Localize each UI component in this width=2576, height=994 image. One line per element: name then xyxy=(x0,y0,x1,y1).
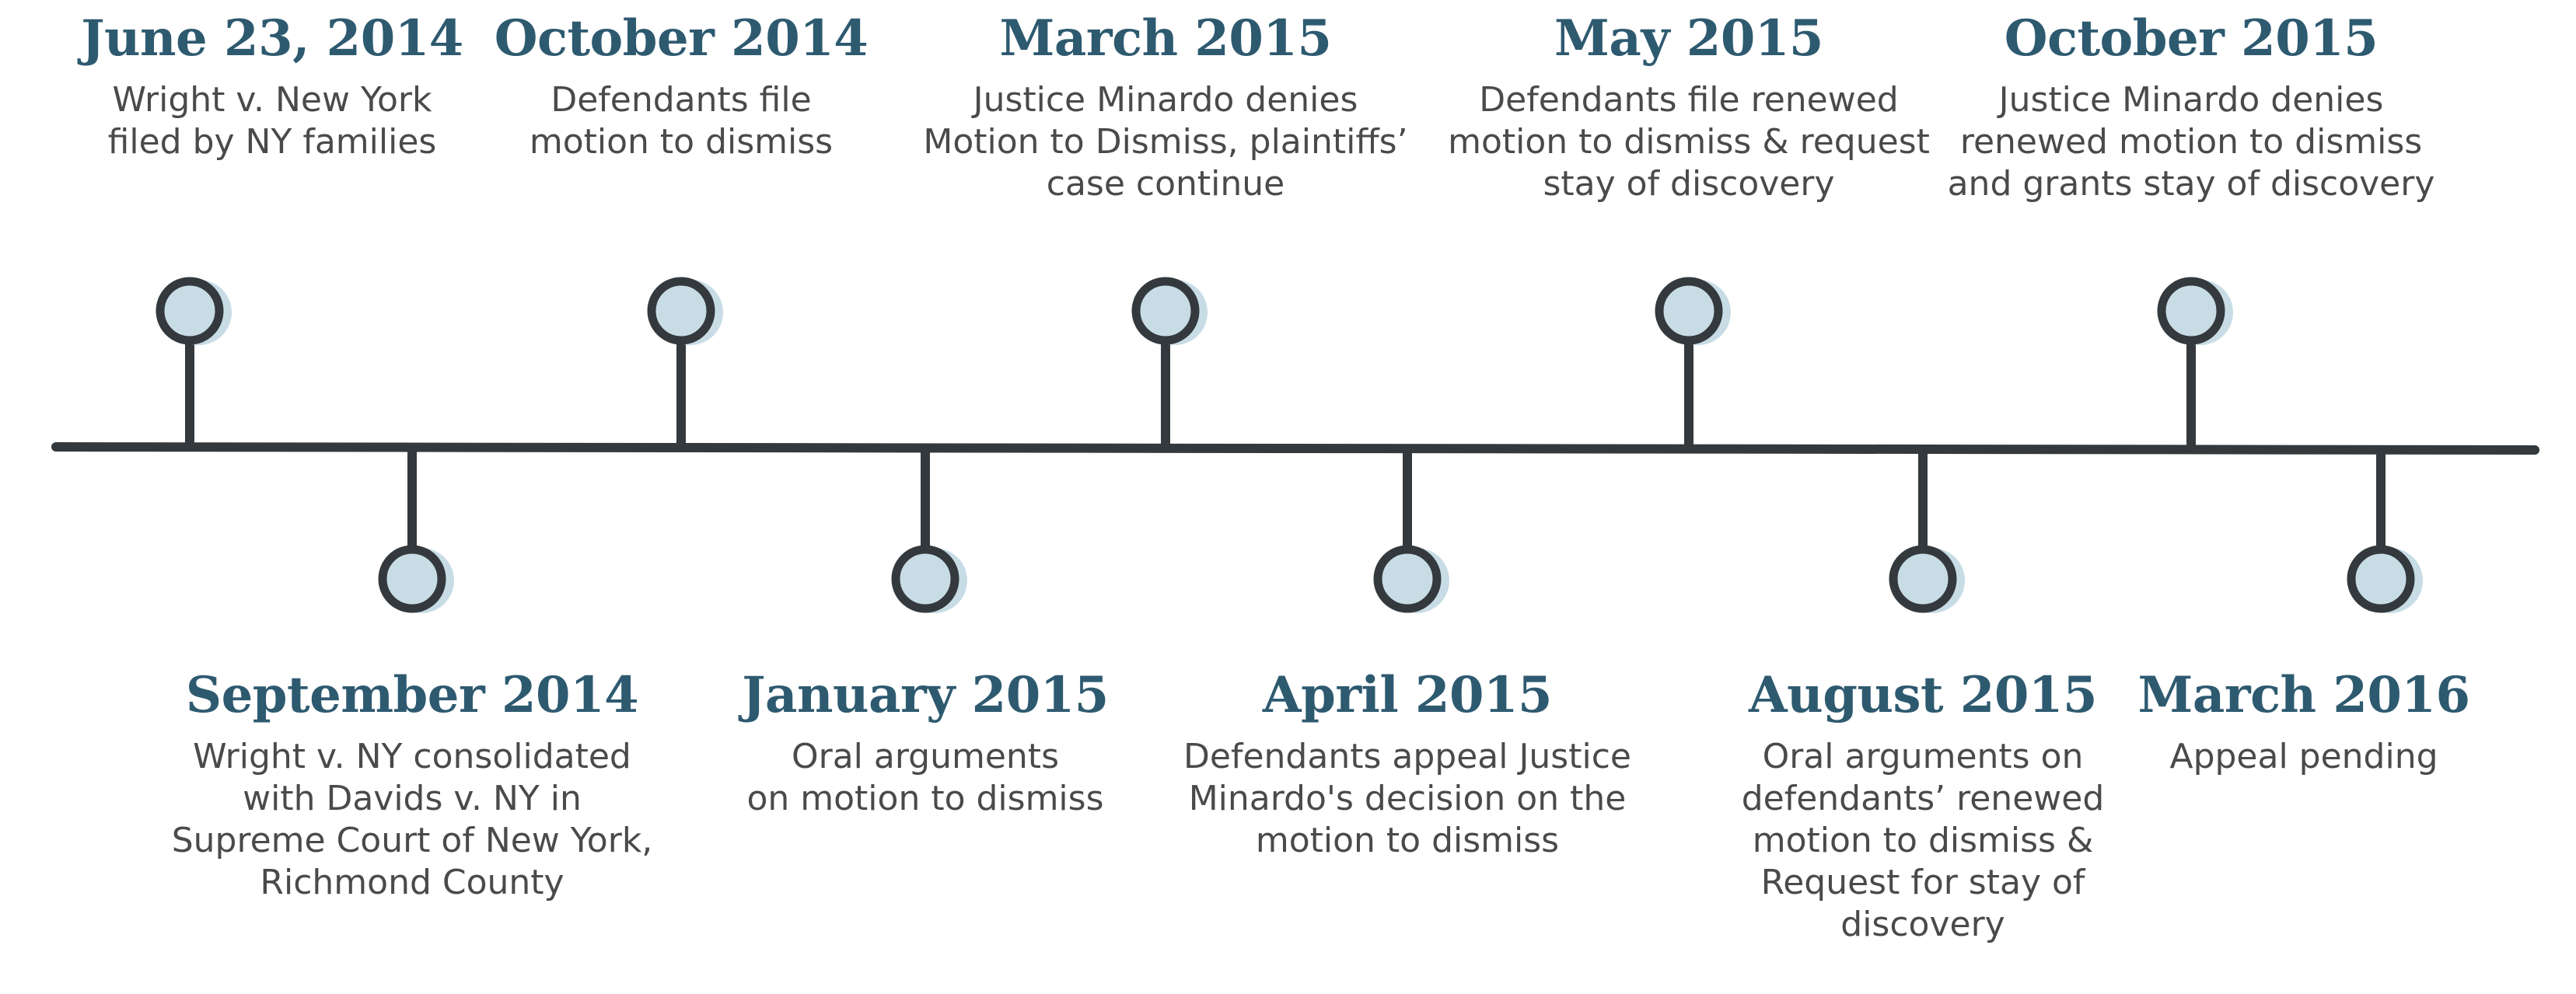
event-description-line: Defendants file renewed xyxy=(1479,80,1899,120)
event-node xyxy=(156,277,224,345)
event-description-line: Defendants appeal Justice xyxy=(1183,737,1631,776)
event-node xyxy=(2157,277,2225,345)
event-date: June 23, 2014 xyxy=(81,9,463,68)
event-description: Appeal pending xyxy=(2032,736,2576,778)
event-description-line: Justice Minardo denies xyxy=(1998,80,2384,120)
event-description-line: Request for stay of xyxy=(1760,863,2085,902)
event-description-line: Motion to Dismiss, plaintiffs’ xyxy=(923,122,1408,162)
event-date: January 2015 xyxy=(742,666,1109,724)
event-date: March 2015 xyxy=(999,9,1332,68)
event-node xyxy=(2347,545,2415,613)
event-node xyxy=(647,277,715,345)
event-date: October 2015 xyxy=(2004,9,2379,68)
event-node xyxy=(378,545,446,613)
event-description-line: on motion to dismiss xyxy=(746,779,1104,818)
event-description-line: filed by NY families xyxy=(107,122,437,162)
event-description-line: motion to dismiss xyxy=(1255,821,1560,860)
event-description-line: motion to dismiss & request xyxy=(1448,122,1930,162)
event-description-line: and grants stay of discovery xyxy=(1947,164,2435,204)
event-description-line: discovery xyxy=(1840,905,2005,944)
event-node xyxy=(1373,545,1442,613)
event-description-line: Justice Minardo denies xyxy=(973,80,1358,120)
event-date: September 2014 xyxy=(185,666,639,724)
event-description-line: Oral arguments xyxy=(792,737,1059,776)
event-description-line: motion to dismiss & xyxy=(1752,821,2094,860)
event-description-line: Oral arguments on xyxy=(1762,737,2084,776)
event-description-line: defendants’ renewed xyxy=(1741,779,2105,818)
event-description-line: Wright v. New York xyxy=(112,80,432,120)
event-description-line: Appeal pending xyxy=(2169,737,2438,776)
event-description-line: with Davids v. NY in xyxy=(243,779,582,818)
event-description-line: motion to dismiss xyxy=(529,122,834,162)
event-description-line: Supreme Court of New York, xyxy=(171,821,653,860)
event-description-line: Richmond County xyxy=(260,863,564,902)
event-node xyxy=(1889,545,1957,613)
event-description-line: Minardo's decision on the xyxy=(1188,779,1627,818)
event-date: October 2014 xyxy=(494,9,869,68)
timeline-axis xyxy=(51,442,2539,455)
event-node xyxy=(1131,277,1200,345)
event-date: August 2015 xyxy=(1749,666,2097,724)
event-node xyxy=(891,545,959,613)
event-description-line: Defendants file xyxy=(551,80,812,120)
event-date: May 2015 xyxy=(1554,9,1823,68)
event-date: March 2016 xyxy=(2137,666,2470,724)
event-node xyxy=(1655,277,1723,345)
event-description-line: Wright v. NY consolidated xyxy=(193,737,631,776)
event-date: April 2015 xyxy=(1262,666,1553,724)
event-description-line: renewed motion to dismiss xyxy=(1959,122,2423,162)
event-description-line: stay of discovery xyxy=(1543,164,1835,204)
event-description-line: case continue xyxy=(1046,164,1285,204)
